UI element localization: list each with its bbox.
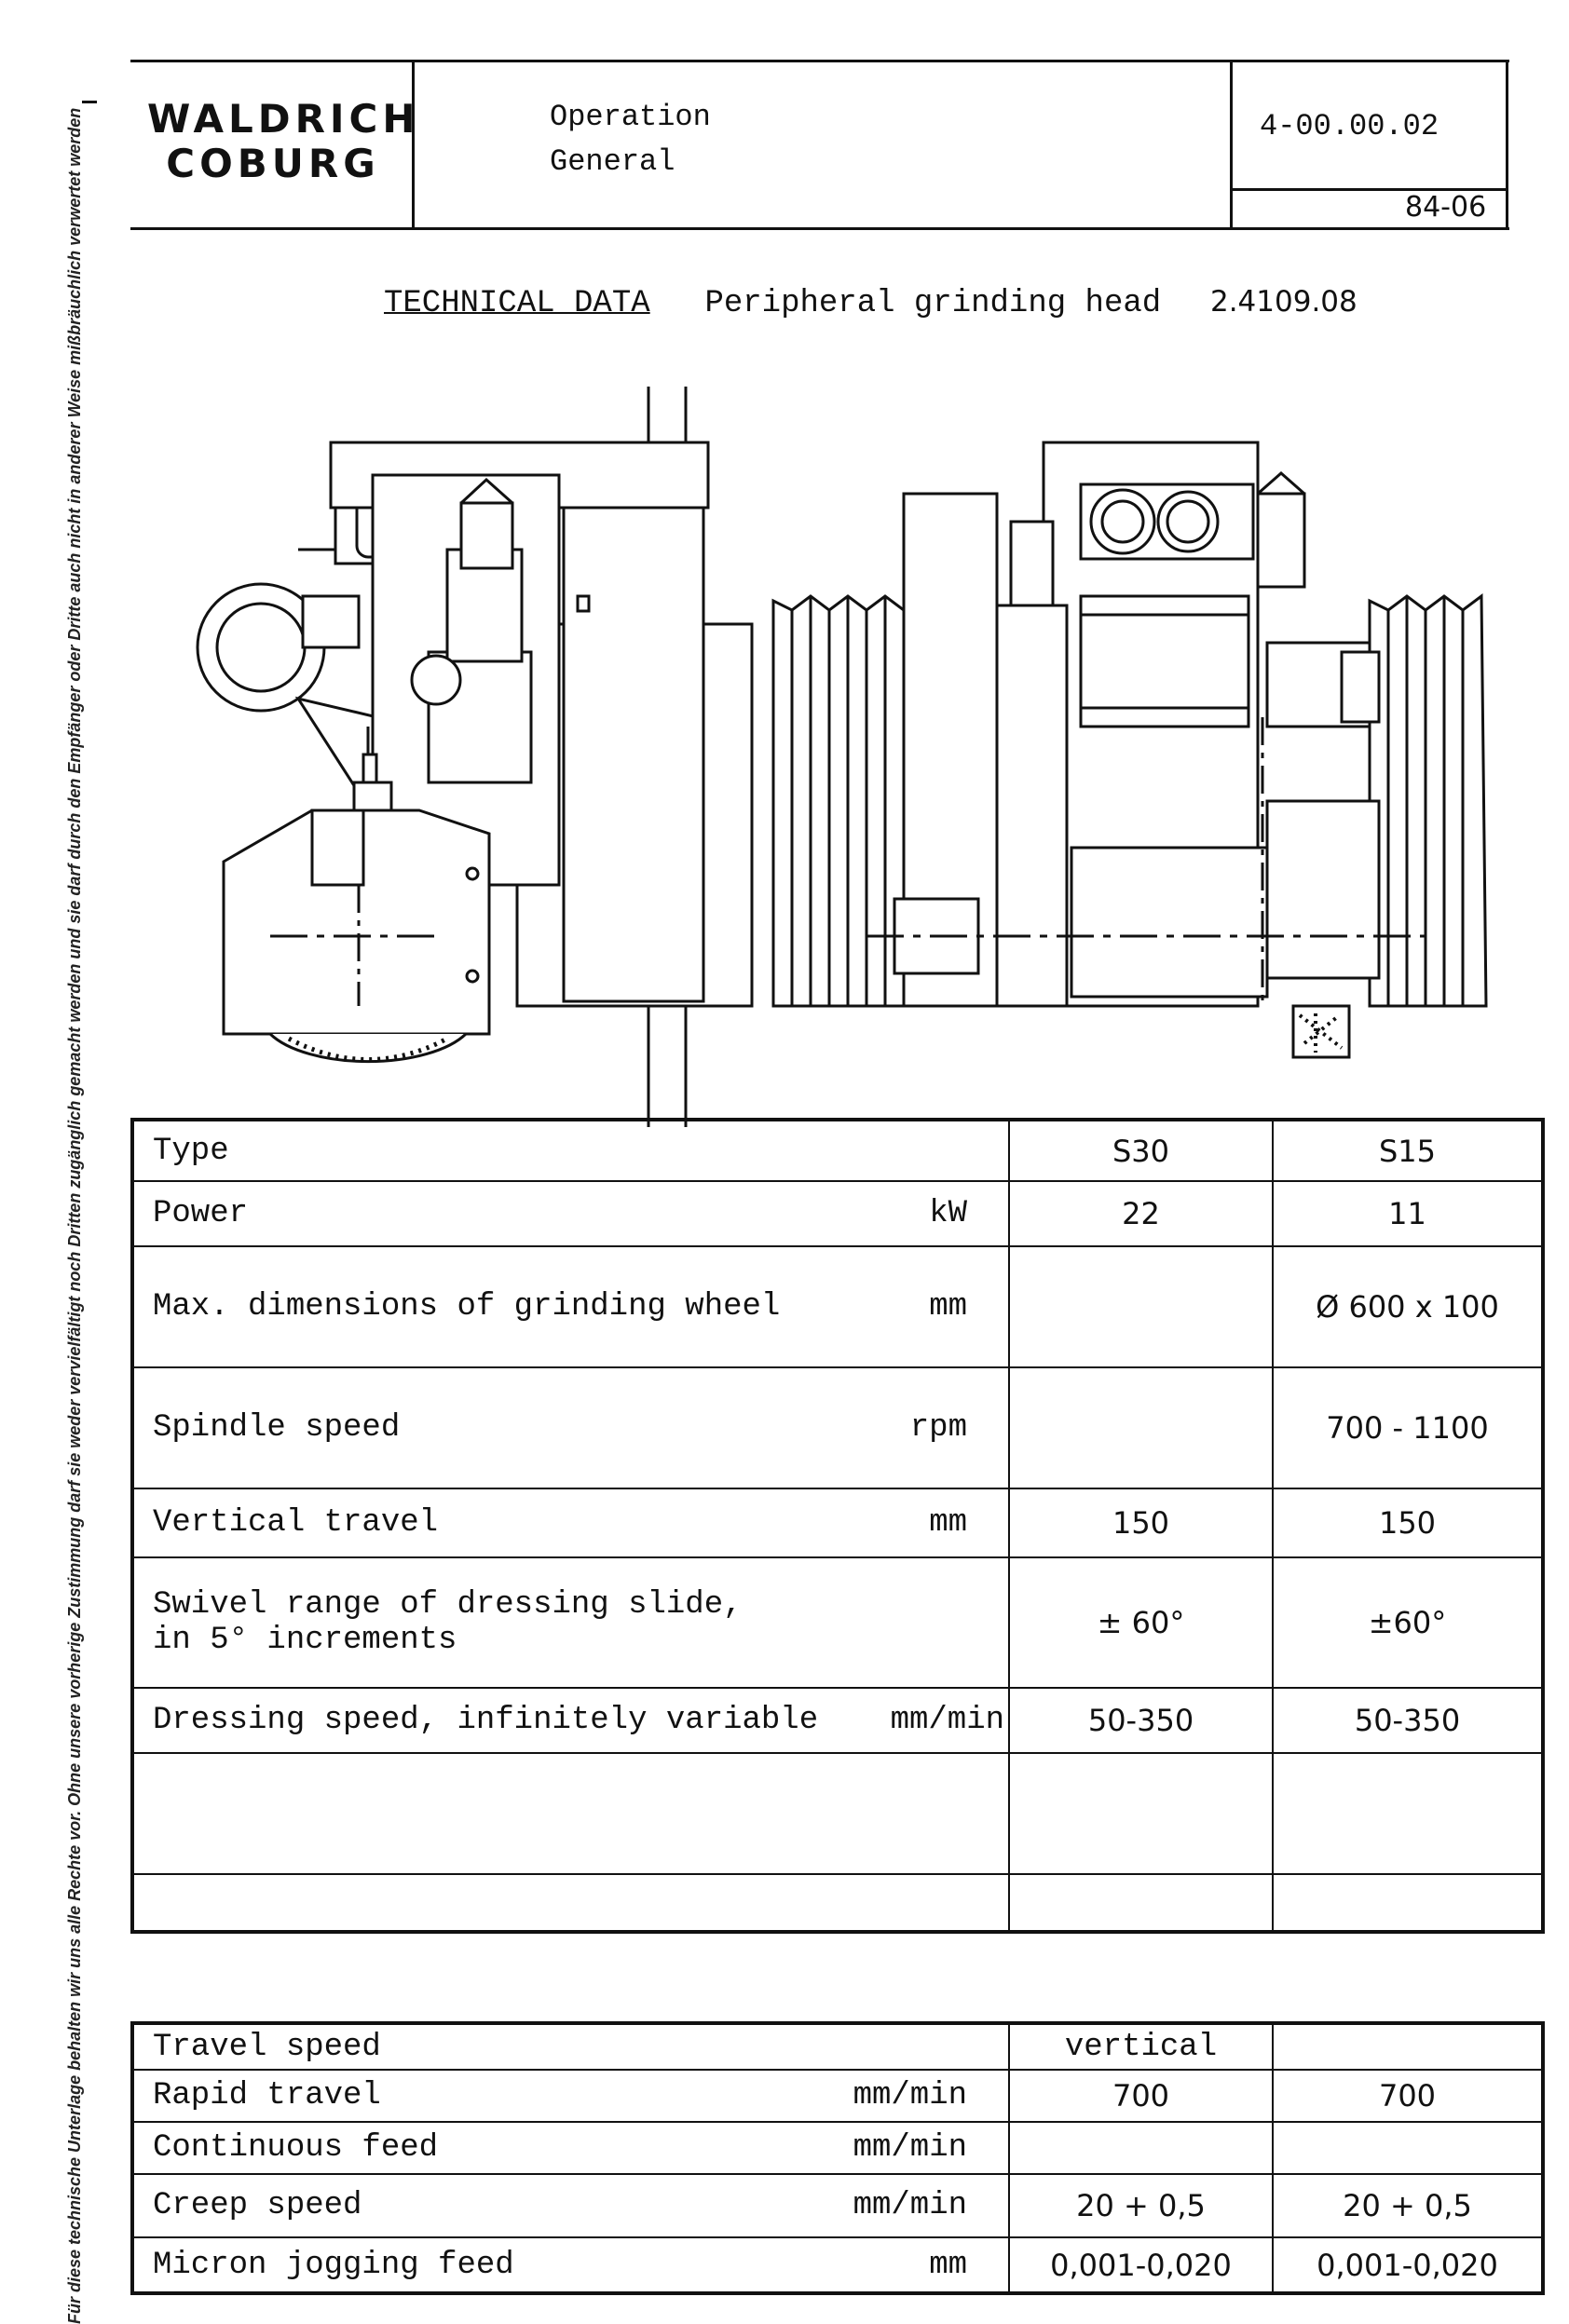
title-number: 2.4109.08 bbox=[1209, 285, 1358, 319]
row-unit: mm bbox=[929, 2247, 967, 2283]
row-value-1: 700 bbox=[1008, 2069, 1274, 2123]
row-label: Continuous feed mm/min bbox=[131, 2121, 1010, 2175]
table-header-row: Travel speed vertical bbox=[131, 2022, 1544, 2071]
date-code: 84-06 bbox=[1405, 191, 1487, 224]
header-divider-number bbox=[1230, 60, 1233, 229]
row-label-text: Micron jogging feed bbox=[153, 2247, 514, 2283]
row-unit: rpm bbox=[909, 1410, 967, 1446]
row-unit: mm bbox=[929, 1289, 967, 1325]
row-value-s30: ± 60° bbox=[1008, 1556, 1274, 1689]
row-label: Creep speed mm/min bbox=[131, 2173, 1010, 2238]
title-subject: Peripheral grinding head bbox=[704, 286, 1162, 321]
row-label: Dressing speed, infinitely variable mm/mi… bbox=[131, 1687, 1010, 1754]
page-title: TECHNICAL DATA Peripheral grinding head … bbox=[384, 285, 1358, 321]
row-label-text: Vertical travel bbox=[153, 1505, 439, 1541]
table-row: Max. dimensions of grinding wheel mm Ø 60… bbox=[131, 1245, 1544, 1368]
table-header-row: Type S30 S15 bbox=[131, 1119, 1544, 1182]
row-label: Max. dimensions of grinding wheel mm bbox=[131, 1245, 1010, 1368]
row-label-text: Creep speed bbox=[153, 2188, 362, 2223]
row-value-s30 bbox=[1008, 1245, 1274, 1368]
row-value-s15: 150 bbox=[1272, 1488, 1544, 1558]
company-logo: WALDRICH COBURG bbox=[147, 96, 420, 186]
row-label-text: Continuous feed bbox=[153, 2130, 439, 2166]
header-divider-date bbox=[1230, 188, 1508, 191]
header-right-rule bbox=[1506, 60, 1508, 229]
model-s30-heading: S30 bbox=[1008, 1119, 1274, 1182]
row-unit: kW bbox=[929, 1196, 967, 1231]
row-label-text: Spindle speed bbox=[153, 1410, 401, 1446]
table-row-empty bbox=[131, 1873, 1544, 1933]
row-label-text: Rapid travel bbox=[153, 2078, 381, 2113]
row-label: Rapid travel mm/min bbox=[131, 2069, 1010, 2123]
row-value-s15: 11 bbox=[1272, 1180, 1544, 1247]
row-value-s15: 50-350 bbox=[1272, 1687, 1544, 1754]
grinding-head-drawings bbox=[196, 387, 1488, 1127]
row-value-s30 bbox=[1008, 1366, 1274, 1489]
direction-heading-2 bbox=[1272, 2022, 1544, 2071]
specs-table: Type S30 S15 Power kW 22 11 Max. dimensio… bbox=[130, 1118, 1545, 1934]
table-row: Continuous feed mm/min bbox=[131, 2121, 1544, 2175]
table-row: Micron jogging feed mm 0,001-0,020 0,001-… bbox=[131, 2236, 1544, 2294]
model-s15-heading: S15 bbox=[1272, 1119, 1544, 1182]
row-value-s15: 700 - 1100 bbox=[1272, 1366, 1544, 1489]
row-label: Power kW bbox=[131, 1180, 1010, 1247]
row-unit: mm/min bbox=[853, 2188, 967, 2223]
table-row: Swivel range of dressing slide, in 5° in… bbox=[131, 1556, 1544, 1689]
row-value-2: 700 bbox=[1272, 2069, 1544, 2123]
row-label: Swivel range of dressing slide, in 5° in… bbox=[131, 1556, 1010, 1689]
row-value-1 bbox=[1008, 2121, 1274, 2175]
row-value-2: 20 + 0,5 bbox=[1272, 2173, 1544, 2238]
travel-speed-label: Travel speed bbox=[131, 2022, 1010, 2071]
row-unit: mm/min bbox=[853, 2130, 967, 2166]
row-label-line-2: in 5° increments bbox=[153, 1623, 457, 1658]
table-row: Power kW 22 11 bbox=[131, 1180, 1544, 1247]
row-unit: mm/min bbox=[890, 1703, 1004, 1738]
row-label: Vertical travel mm bbox=[131, 1488, 1010, 1558]
row-value-s30: 22 bbox=[1008, 1180, 1274, 1247]
title-label: TECHNICAL DATA bbox=[384, 286, 650, 321]
front-view-drawing bbox=[771, 441, 1488, 1059]
row-label-text: Power bbox=[153, 1196, 249, 1231]
row-unit: mm/min bbox=[853, 2078, 967, 2113]
header-bottom-rule bbox=[130, 227, 1509, 230]
table-row: Rapid travel mm/min 700 700 bbox=[131, 2069, 1544, 2123]
table-row: Creep speed mm/min 20 + 0,5 20 + 0,5 bbox=[131, 2173, 1544, 2238]
document-number: 4-00.00.02 bbox=[1260, 109, 1439, 143]
row-label-line-1: Swivel range of dressing slide, bbox=[153, 1587, 743, 1623]
header-top-rule bbox=[130, 60, 1509, 62]
row-label: Micron jogging feed mm bbox=[131, 2236, 1010, 2294]
row-label: Spindle speed rpm bbox=[131, 1366, 1010, 1489]
row-value-2: 0,001-0,020 bbox=[1272, 2236, 1544, 2294]
row-unit: mm bbox=[929, 1505, 967, 1541]
table-row: Spindle speed rpm 700 - 1100 bbox=[131, 1366, 1544, 1489]
margin-tick bbox=[82, 101, 97, 103]
row-value-1: 20 + 0,5 bbox=[1008, 2173, 1274, 2238]
row-value-s30: 150 bbox=[1008, 1488, 1274, 1558]
side-view-drawing bbox=[196, 387, 754, 1127]
table-row: Dressing speed, infinitely variable mm/mi… bbox=[131, 1687, 1544, 1754]
section-line-1: Operation bbox=[550, 100, 711, 134]
table-row-empty bbox=[131, 1752, 1544, 1875]
row-value-1: 0,001-0,020 bbox=[1008, 2236, 1274, 2294]
section-line-2: General bbox=[550, 144, 675, 179]
logo-line-1: WALDRICH bbox=[147, 96, 420, 142]
row-value-2 bbox=[1272, 2121, 1544, 2175]
row-value-s15: Ø 600 x 100 bbox=[1272, 1245, 1544, 1368]
travel-speed-table: Travel speed vertical Rapid travel mm/min… bbox=[130, 2021, 1545, 2295]
logo-line-2: COBURG bbox=[166, 141, 380, 186]
row-label-text: Dressing speed, infinitely variable bbox=[153, 1703, 819, 1738]
copyright-side-note: Für diese technische Unterlage behalten … bbox=[65, 107, 84, 2324]
type-label: Type bbox=[131, 1119, 1010, 1182]
table-row: Vertical travel mm 150 150 bbox=[131, 1488, 1544, 1558]
header-divider-logo bbox=[412, 60, 415, 229]
row-label-text: Max. dimensions of grinding wheel bbox=[153, 1289, 781, 1325]
row-value-s30: 50-350 bbox=[1008, 1687, 1274, 1754]
row-value-s15: ±60° bbox=[1272, 1556, 1544, 1689]
direction-heading: vertical bbox=[1008, 2022, 1274, 2071]
